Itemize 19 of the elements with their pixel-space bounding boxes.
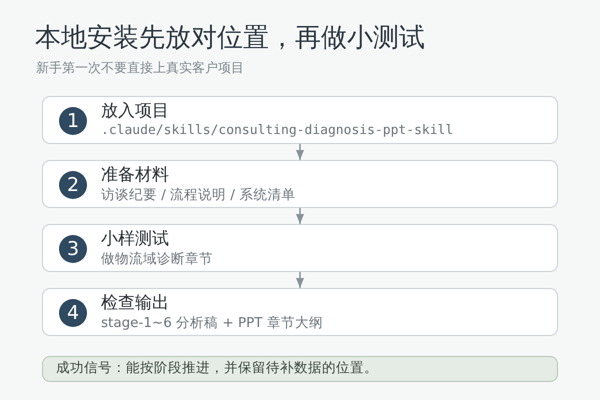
subtitle: 新手第一次不要直接上真实客户项目: [36, 61, 244, 77]
step-description: 访谈纪要 / 流程说明 / 系统清单: [101, 186, 296, 204]
step-card: [42, 160, 558, 208]
arrow: [296, 208, 304, 224]
step-title: 放入项目: [101, 101, 170, 122]
step-title: 小样测试: [101, 229, 170, 250]
step-card: [42, 288, 558, 336]
arrow: [296, 144, 304, 160]
step-card: [42, 224, 558, 272]
step-card: [42, 96, 558, 144]
step-description: stage-1~6 分析稿 + PPT 章节大纲: [101, 314, 323, 332]
step-title: 准备材料: [101, 165, 170, 186]
note-text: 成功信号：能按阶段推进，并保留待补数据的位置。: [56, 362, 378, 376]
step-description: 做物流域诊断章节: [101, 250, 213, 268]
step-title: 检查输出: [101, 293, 170, 314]
note-box: [42, 356, 558, 382]
path-text: .claude/skills/consulting-diagnosis-ppt-skill: [101, 122, 454, 140]
title: 本地安装先放对位置，再做小测试: [35, 22, 425, 54]
arrow: [296, 272, 304, 288]
